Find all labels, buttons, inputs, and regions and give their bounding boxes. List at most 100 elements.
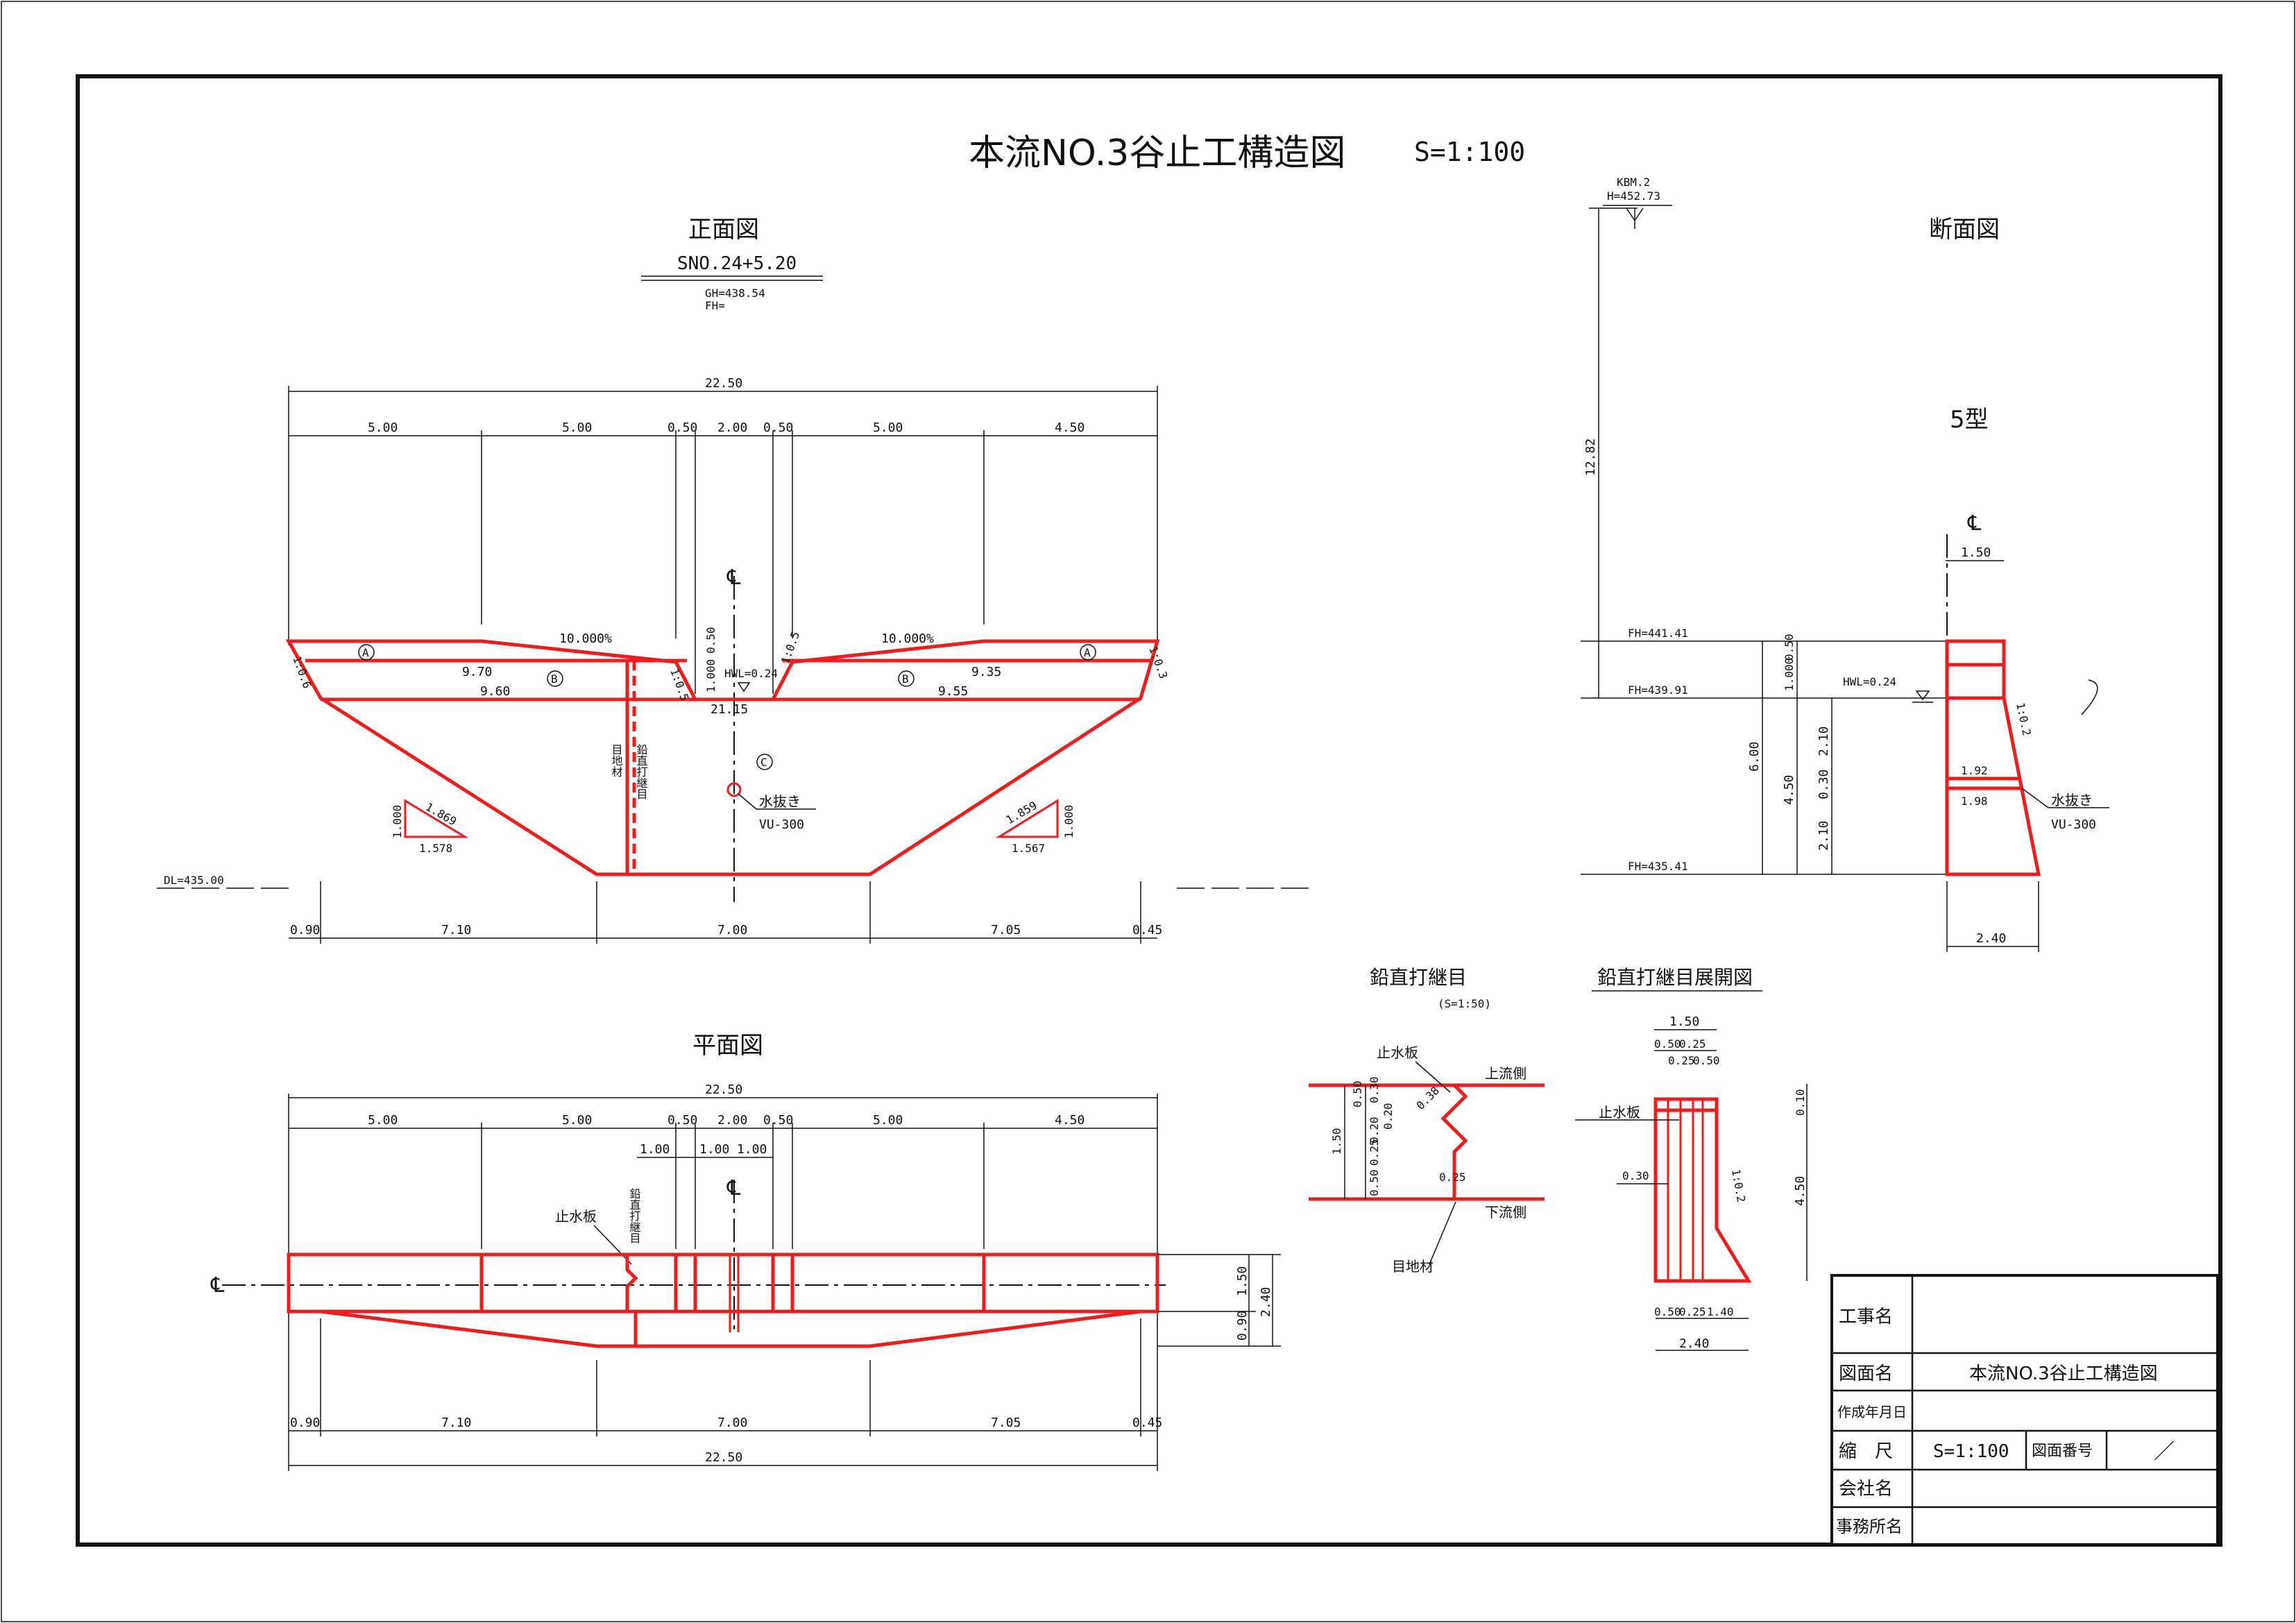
drawing-scale: S=1:100 — [1414, 137, 1525, 167]
plan-dim-7: 4.50 — [1055, 1113, 1085, 1128]
tb-label-project: 工事名 — [1839, 1307, 1893, 1327]
title-block: 工事名 図面名 本流NO.3谷止工構造図 作成年月日 縮 尺 S=1:100 図… — [1830, 1274, 2219, 1546]
section-drain-spec: VU-300 — [2051, 817, 2096, 832]
plan-bottom-4: 7.05 — [991, 1416, 1021, 1430]
joint-heading: 鉛直打継目 — [1370, 966, 1467, 989]
front-dl: DL=435.00 — [164, 874, 224, 887]
kbm-mark — [1626, 207, 1644, 229]
joint-profile — [1440, 1084, 1468, 1199]
tb-label-drawing: 図面名 — [1839, 1363, 1893, 1384]
section-dim-210a: 2.10 — [1817, 726, 1831, 756]
plan-bottom-3: 7.00 — [717, 1416, 747, 1430]
section-top-width: 1.50 — [1961, 545, 1991, 560]
mark-a-right: A — [1084, 646, 1091, 659]
front-water-mark — [737, 682, 751, 692]
section-dim-210b: 2.10 — [1817, 821, 1831, 851]
tb-drawing-name: 本流NO.3谷止工構造図 — [1969, 1363, 2158, 1384]
front-cl-mark: ℄ — [726, 566, 741, 590]
front-slope-triangle-right — [995, 799, 1059, 838]
tb-label-number: 図面番号 — [2032, 1443, 2093, 1460]
section-dim-050: 0.50 — [1783, 634, 1796, 661]
section-fh-mid: FH=439.91 — [1628, 683, 1688, 697]
front-view-heading: 正面図 — [688, 216, 759, 244]
joint-dim-2: 0.50 — [1351, 1080, 1364, 1107]
drawing-title: 本流NO.3谷止工構造図 — [969, 133, 1345, 174]
develop-top-3: 0.25 — [1668, 1054, 1695, 1067]
section-hwl: HWL=0.24 — [1843, 675, 1896, 688]
joint-dim-7: 0.50 — [1368, 1169, 1381, 1196]
section-slope: 1:0.2 — [2014, 702, 2034, 737]
joint-scale: (S=1:50) — [1438, 997, 1491, 1010]
front-bottom-5: 0.45 — [1132, 923, 1162, 937]
develop-bottom-2: 0.25 — [1679, 1305, 1706, 1318]
plan-dim-2: 5.00 — [562, 1113, 592, 1128]
develop-top-2: 0.25 — [1679, 1037, 1706, 1051]
plan-view: 平面図 22.50 5.00 5.00 0.50 2.00 0.50 5.00 … — [210, 1032, 1281, 1471]
tb-label-date: 作成年月日 — [1837, 1404, 1907, 1420]
tb-number-value: ／ — [2154, 1440, 2175, 1464]
front-notch-depth: 1.000 — [704, 659, 717, 692]
develop-right-1: 0.10 — [1794, 1089, 1807, 1116]
plan-sub-3: 1.00 — [737, 1142, 767, 1157]
section-fh-base: FH=435.41 — [1628, 860, 1688, 873]
joint-dim-8: 0.38 — [1413, 1084, 1442, 1112]
plan-right-2: 0.90 — [1235, 1311, 1250, 1341]
front-slope-triangle-left — [404, 799, 469, 838]
front-station: SNO.24+5.20 — [677, 253, 797, 274]
front-bottom-4: 7.05 — [991, 923, 1021, 937]
develop-body — [1653, 1097, 1752, 1283]
plan-dim-1: 5.00 — [368, 1113, 398, 1128]
joint-dim-6: 0.25 — [1368, 1139, 1381, 1166]
front-bottom-1: 0.90 — [290, 923, 320, 937]
section-w2: 1.98 — [1961, 794, 1988, 808]
joint-development: 鉛直打継目展開図 1.50 0.50 0.25 0.25 0.50 止水板 0.… — [1575, 966, 1808, 1351]
develop-bottom-1: 0.50 — [1654, 1305, 1681, 1318]
front-view: 正面図 SNO.24+5.20 GH=438.54 FH= 22.50 5.00… — [157, 216, 1311, 944]
develop-bottom-3: 1.40 — [1707, 1305, 1734, 1318]
plan-cl-mark-v: ℄ — [726, 1176, 741, 1200]
joint-dim-3: 0.30 — [1368, 1076, 1381, 1103]
front-gh: GH=438.54 — [705, 287, 765, 300]
plan-sub-1: 1.00 — [640, 1142, 670, 1157]
section-water-mark — [1915, 690, 1930, 701]
drawing-frame — [76, 74, 2222, 1547]
front-bottom-3: 7.00 — [717, 923, 747, 937]
develop-side: 0.30 — [1622, 1169, 1649, 1182]
joint-stop-plate: 止水板 — [1377, 1044, 1418, 1061]
joint-dim-1: 1.50 — [1330, 1128, 1343, 1155]
plan-stop-plate: 止水板 — [555, 1208, 597, 1225]
section-height-kbm: 12.82 — [1583, 439, 1598, 476]
front-notch-top: 0.50 — [704, 627, 717, 654]
section-dim-1000: 1.000 — [1783, 658, 1796, 691]
front-dim-7: 4.50 — [1055, 420, 1085, 435]
develop-slope: 1:0.2 — [1729, 1168, 1748, 1203]
section-rotation-arrow — [2081, 679, 2098, 715]
front-dim-5: 0.50 — [763, 420, 793, 435]
plan-total-dim: 22.50 — [705, 1082, 742, 1097]
plan-right-total: 2.40 — [1259, 1287, 1273, 1317]
front-base-left: 9.60 — [480, 684, 510, 699]
front-drain-label: 水抜き — [759, 793, 801, 810]
section-dim-030: 0.30 — [1817, 770, 1831, 799]
section-w1: 1.92 — [1961, 764, 1988, 777]
front-dim-2: 5.00 — [562, 420, 592, 435]
front-dim-1: 5.00 — [368, 420, 398, 435]
front-drain-pipe — [726, 782, 742, 797]
front-dam-body — [285, 639, 1160, 876]
develop-bottom-total: 2.40 — [1679, 1336, 1709, 1351]
section-drain: 水抜き — [2051, 792, 2093, 808]
plan-right-1: 1.50 — [1235, 1266, 1250, 1296]
develop-top-4: 0.50 — [1693, 1054, 1720, 1067]
develop-stop-plate: 止水板 — [1599, 1104, 1640, 1121]
plan-vertical-joint: 鉛直打継目 — [628, 1188, 641, 1243]
front-crest-right: 9.35 — [971, 665, 1001, 679]
section-fh-top: FH=441.41 — [1628, 627, 1688, 640]
tb-label-scale: 縮 尺 — [1839, 1441, 1893, 1462]
tri-left-s: 1.869 — [423, 800, 459, 829]
develop-heading: 鉛直打継目展開図 — [1597, 966, 1753, 989]
plan-dim-4: 2.00 — [717, 1113, 747, 1128]
plan-cl-mark-h: ℄ — [210, 1273, 225, 1298]
front-grade-right: 10.000% — [881, 631, 934, 646]
